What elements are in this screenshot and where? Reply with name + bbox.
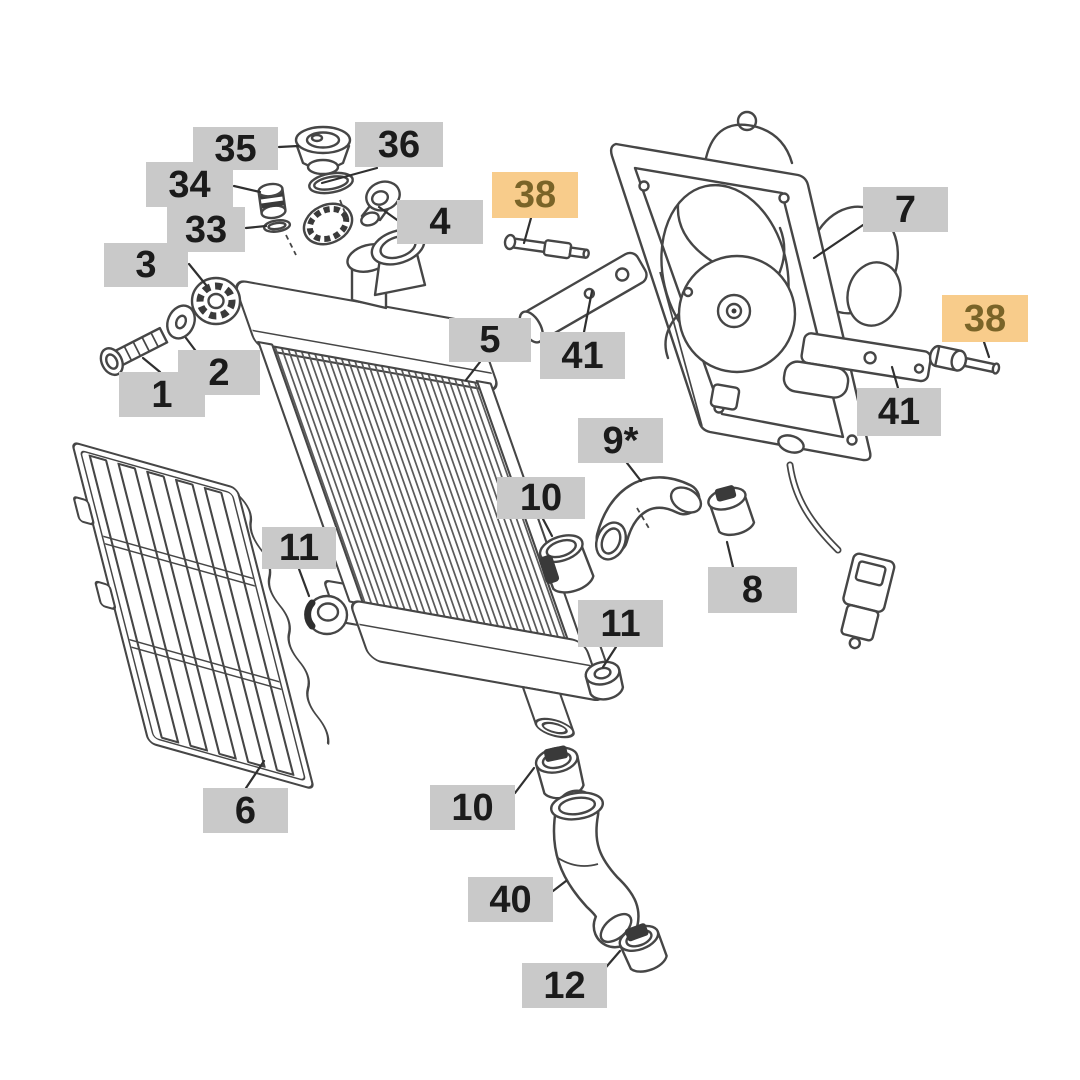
part-label-4[interactable]: 4: [397, 200, 483, 244]
part-clamp-12: [618, 923, 668, 973]
part-screw-38-right: [928, 344, 1001, 375]
part-label-1[interactable]: 1: [119, 372, 205, 417]
part-bracket-41-right: [782, 332, 932, 399]
part-grommet-3: [190, 276, 242, 326]
fan-connector: [840, 552, 896, 650]
part-cap-35: [294, 125, 352, 176]
part-bolt-1: [99, 326, 169, 377]
part-label-3[interactable]: 3: [104, 243, 188, 287]
part-washer-33: [262, 219, 292, 233]
part-label-40[interactable]: 40: [468, 877, 553, 922]
part-washer-2: [166, 304, 196, 340]
part-elbow-hose-9: [594, 476, 703, 561]
part-label-11-left[interactable]: 11: [262, 527, 336, 569]
part-label-6[interactable]: 6: [203, 788, 288, 833]
part-label-10-lower[interactable]: 10: [430, 785, 515, 830]
part-label-41-left[interactable]: 41: [540, 332, 625, 379]
part-label-38-top[interactable]: 38: [492, 172, 578, 218]
part-label-12[interactable]: 12: [522, 963, 607, 1008]
part-label-7[interactable]: 7: [863, 187, 948, 232]
part-label-5[interactable]: 5: [449, 318, 531, 362]
part-label-10-upper[interactable]: 10: [497, 477, 585, 519]
part-oring-36: [308, 171, 354, 195]
part-label-41-right[interactable]: 41: [857, 388, 941, 436]
part-nut-11-center: [584, 660, 625, 701]
part-label-33[interactable]: 33: [167, 207, 245, 252]
part-clamp-8: [707, 485, 756, 537]
part-label-9[interactable]: 9*: [578, 418, 663, 463]
part-label-34[interactable]: 34: [146, 162, 233, 207]
part-label-11-center[interactable]: 11: [578, 600, 663, 647]
part-screw-38-top: [503, 233, 590, 260]
part-clamp-10-upper: [538, 534, 595, 594]
part-clamp-10-lower: [534, 745, 585, 800]
part-hose-40: [549, 789, 640, 949]
part-label-36[interactable]: 36: [355, 122, 443, 167]
part-label-38-right[interactable]: 38: [942, 295, 1028, 342]
leader-lines: [141, 144, 991, 975]
part-label-8[interactable]: 8: [708, 567, 797, 613]
part-fitting-34: [257, 182, 287, 220]
part-grille-6: [72, 442, 330, 789]
part-grommet-11-left: [304, 594, 349, 636]
